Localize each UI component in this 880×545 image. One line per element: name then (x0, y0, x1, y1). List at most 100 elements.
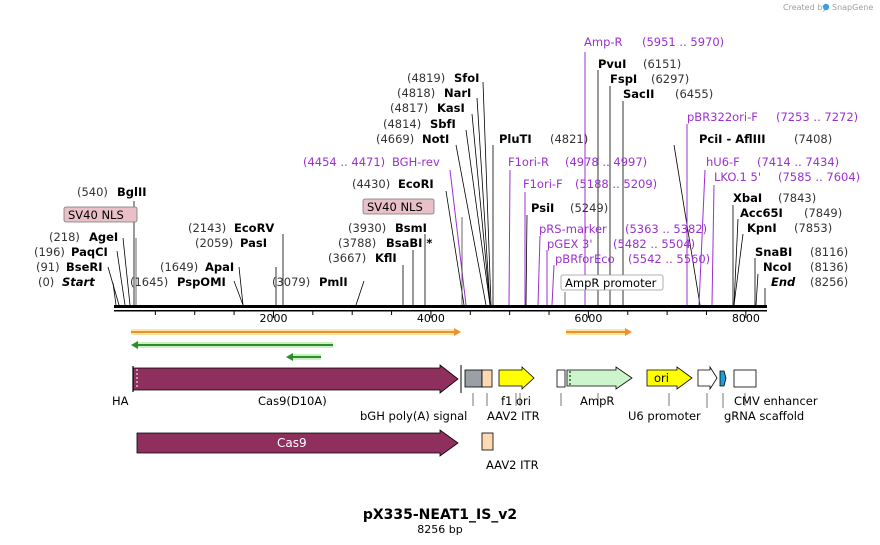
svg-text:(4430): (4430) (352, 177, 390, 191)
svg-text:(4819): (4819) (407, 71, 445, 85)
primer-label-pbrforeco[interactable]: pBRforEco (5542 .. 5560) (555, 252, 710, 266)
primer-label-hu6-f[interactable]: hU6-F (7414 .. 7434) (706, 155, 839, 169)
sv40-nls-label-2[interactable]: SV40 NLS (362, 198, 435, 215)
site-label-pmli[interactable]: (3079) PmlI (272, 275, 348, 289)
site-label-pcii-afliii[interactable]: PciI - AflIII (7408) (699, 132, 832, 146)
site-label-kfli[interactable]: (3667) KflI (328, 251, 397, 265)
svg-text:SnaBI: SnaBI (755, 245, 792, 259)
feature-aav2-itr-2[interactable] (481, 432, 494, 451)
feature-label-u6[interactable]: U6 promoter (628, 409, 701, 423)
orf-orange-long[interactable] (131, 328, 461, 336)
svg-text:PaqCI: PaqCI (71, 245, 108, 259)
feature-aav2-itr[interactable] (481, 369, 493, 388)
feature-ampr[interactable] (566, 366, 633, 390)
feature-f1-ori[interactable] (498, 366, 535, 390)
svg-text:(7408): (7408) (794, 132, 832, 146)
svg-text:KflI: KflI (375, 251, 397, 265)
feature-cas9[interactable]: Cas9 (136, 429, 459, 457)
site-label-pluti[interactable]: PluTI (4821) (499, 132, 588, 146)
site-label-kpni[interactable]: KpnI (7853) (747, 221, 832, 235)
site-label-sbfi[interactable]: (4814) SbfI (383, 117, 456, 131)
svg-text:SacII: SacII (623, 87, 654, 101)
site-label-xbai[interactable]: XbaI (7843) (733, 191, 816, 205)
primer-label-lko1-5[interactable]: LKO.1 5' (7585 .. 7604) (714, 170, 860, 184)
feature-label-aav2-itr-2[interactable]: AAV2 ITR (486, 458, 539, 472)
svg-text:pBR322ori-F: pBR322ori-F (687, 110, 758, 124)
primer-label-pgex-3[interactable]: pGEX 3' (5482 .. 5504) (547, 237, 695, 251)
site-label-nari[interactable]: (4818) NarI (397, 86, 471, 100)
svg-text:Amp-R: Amp-R (584, 35, 623, 49)
svg-text:(5188 .. 5209): (5188 .. 5209) (575, 177, 657, 191)
site-label-bsabi[interactable]: (3788) BsaBI * (338, 236, 432, 250)
site-label-ecorv[interactable]: (2143) EcoRV (188, 221, 274, 235)
svg-text:(2143): (2143) (188, 221, 226, 235)
svg-text:FspI: FspI (610, 72, 637, 86)
site-label-end[interactable]: End (8256) (771, 275, 848, 289)
site-label-acc65i[interactable]: Acc65I (7849) (740, 206, 842, 220)
feature-label-aav2-itr[interactable]: AAV2 ITR (487, 409, 540, 423)
feature-u6-promoter[interactable] (697, 365, 718, 391)
site-label-sacii[interactable]: SacII (6455) (623, 87, 713, 101)
svg-text:EcoRI: EcoRI (398, 177, 434, 191)
svg-text:(91): (91) (36, 260, 60, 274)
site-label-bseri[interactable]: (91) BseRI (36, 260, 103, 274)
svg-text:(4978 .. 4997): (4978 .. 4997) (565, 155, 647, 169)
primer-label-bgh-rev[interactable]: (4454 .. 4471) BGH-rev (303, 155, 440, 169)
ruler-label-6000: 6000 (574, 312, 602, 325)
svg-text:(8256): (8256) (810, 275, 848, 289)
svg-text:pGEX 3': pGEX 3' (547, 237, 593, 251)
feature-label-ha[interactable]: HA (112, 394, 129, 408)
primer-label-amp-r[interactable]: Amp-R (5951 .. 5970) (584, 35, 724, 49)
site-label-paqci[interactable]: (196) PaqCI (34, 245, 108, 259)
site-label-pvui[interactable]: PvuI (6151) (598, 57, 681, 71)
primer-label-f1ori-r[interactable]: F1ori-R (4978 .. 4997) (508, 155, 647, 169)
site-label-fspi[interactable]: FspI (6297) (610, 72, 689, 86)
ruler-label-2000: 2000 (259, 312, 287, 325)
svg-text:(3788): (3788) (338, 236, 376, 250)
orf-green-short[interactable] (286, 353, 321, 361)
site-label-psii[interactable]: PsiI (5249) (531, 201, 608, 215)
site-label-ncoi[interactable]: NcoI (8136) (763, 260, 848, 274)
site-label-sfoi[interactable]: (4819) SfoI (407, 71, 479, 85)
feature-label-cas9-d10a[interactable]: Cas9(D10A) (258, 394, 327, 408)
site-label-ecori[interactable]: (4430) EcoRI (352, 177, 434, 191)
feature-cas9-d10a[interactable] (132, 364, 459, 394)
orf-orange-short[interactable] (566, 328, 632, 336)
svg-text:(4669): (4669) (376, 132, 414, 146)
site-label-pasi[interactable]: (2059) PasI (195, 236, 267, 250)
feature-label-cmv[interactable]: CMV enhancer (734, 394, 818, 408)
feature-label-f1ori[interactable]: f1 ori (501, 394, 531, 408)
feature-bgh-polya[interactable] (464, 369, 483, 388)
feature-cas9-label: Cas9 (277, 436, 307, 450)
sequence-backbone (114, 305, 767, 312)
feature-label-ampr[interactable]: AmpR (580, 394, 614, 408)
site-label-bsmi[interactable]: (3930) BsmI (348, 221, 427, 235)
site-label-pspomi[interactable]: (1645) PspOMI (130, 275, 226, 289)
site-label-kasi[interactable]: (4817) KasI (390, 101, 465, 115)
site-label-start[interactable]: (0) Start (38, 275, 95, 289)
site-label-bglii[interactable]: (540) BglII (77, 185, 147, 199)
svg-text:ApaI: ApaI (205, 260, 234, 274)
feature-cmv-enhancer[interactable] (733, 369, 757, 388)
svg-text:(5542 .. 5560): (5542 .. 5560) (628, 252, 710, 266)
svg-text:PciI - AflIII: PciI - AflIII (699, 132, 766, 146)
site-label-agei[interactable]: (218) AgeI (49, 230, 118, 244)
ampr-promoter-label[interactable]: AmpR promoter (560, 274, 664, 291)
feature-label-bgh[interactable]: bGH poly(A) signal (360, 409, 467, 423)
svg-text:AmpR promoter: AmpR promoter (565, 276, 657, 290)
feature-grna-scaffold[interactable] (719, 370, 727, 387)
svg-text:PspOMI: PspOMI (177, 275, 226, 289)
primer-label-f1ori-f[interactable]: F1ori-F (5188 .. 5209) (523, 177, 657, 191)
svg-text:(4817): (4817) (390, 101, 428, 115)
site-label-snabi[interactable]: SnaBI (8116) (755, 245, 848, 259)
feature-ori[interactable]: ori (646, 366, 693, 390)
site-label-apai[interactable]: (1649) ApaI (160, 260, 234, 274)
primer-label-prs-marker[interactable]: pRS-marker (5363 .. 5382) (539, 222, 707, 236)
primer-label-pbr322ori-f[interactable]: pBR322ori-F (7253 .. 7272) (687, 110, 858, 124)
svg-text:SV40 NLS: SV40 NLS (367, 200, 423, 214)
feature-ampr-promoter[interactable] (556, 369, 566, 388)
orf-green-reverse[interactable] (131, 341, 333, 349)
site-label-noti[interactable]: (4669) NotI (376, 132, 449, 146)
sv40-nls-label-1[interactable]: SV40 NLS (63, 206, 138, 223)
feature-label-grna[interactable]: gRNA scaffold (724, 409, 804, 423)
